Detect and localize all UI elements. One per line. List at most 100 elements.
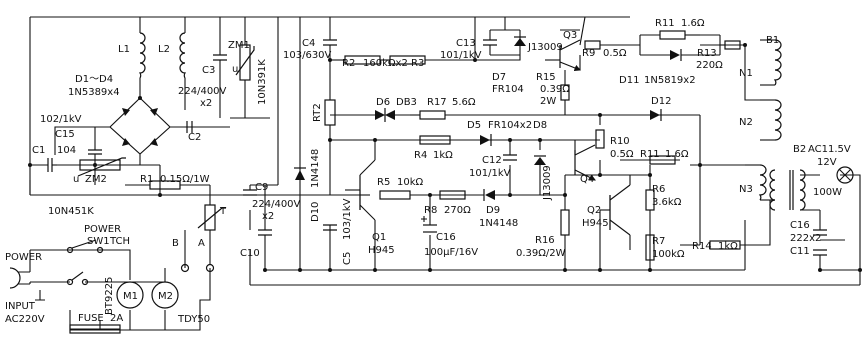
label-r7: R7 bbox=[652, 236, 665, 247]
label-c5-val: 103/1kV bbox=[342, 198, 353, 240]
label-c12: C12 bbox=[482, 155, 502, 166]
resistor-r4 bbox=[419, 135, 451, 145]
label-c1: C1 bbox=[32, 145, 45, 156]
capacitor-c5 bbox=[323, 224, 337, 231]
terminal-a bbox=[205, 263, 215, 273]
label-power-sw: POWER bbox=[84, 224, 121, 235]
capacitor-c10 bbox=[243, 189, 257, 196]
label-r8: R8 bbox=[424, 205, 437, 216]
label-d12: D12 bbox=[651, 96, 671, 107]
label-r13: R13 bbox=[697, 48, 717, 59]
label-c16-left: C16 bbox=[436, 232, 456, 243]
label-r5-val: 10kΩ bbox=[397, 177, 424, 188]
label-d10-part: 1N4148 bbox=[310, 149, 321, 188]
label-m2: M2 bbox=[158, 291, 173, 302]
motor-m2 bbox=[151, 281, 179, 309]
label-n2: N2 bbox=[739, 117, 753, 128]
resistor-r5 bbox=[379, 190, 411, 200]
label-c15-val: 102/1kV bbox=[40, 114, 82, 125]
label-q1: Q1 bbox=[372, 232, 386, 243]
label-d8: D8 bbox=[533, 120, 547, 131]
label-r4-val: 1kΩ bbox=[433, 150, 453, 161]
diode-d10 bbox=[294, 167, 306, 180]
resistor-r14 bbox=[709, 240, 741, 250]
label-n1: N1 bbox=[739, 68, 753, 79]
label-r11-top-val: 1.6Ω bbox=[681, 18, 705, 29]
label-c4: C4 bbox=[302, 38, 315, 49]
label-lamp-w: 100W bbox=[813, 187, 842, 198]
label-d10: D10 bbox=[310, 202, 321, 222]
capacitor-c2 bbox=[186, 121, 193, 133]
label-c10: C10 bbox=[240, 248, 260, 259]
diode-d8 bbox=[534, 155, 546, 165]
component-labels: L1 L2 D1～D4 1N5389x4 C3 u ZM1 10N391K C4… bbox=[5, 18, 851, 325]
label-r7-val: 100kΩ bbox=[652, 249, 685, 260]
transistor-q4 bbox=[574, 144, 596, 181]
label-sw1: SW1 bbox=[87, 236, 110, 247]
label-c16-left-val: 100μF/16V bbox=[424, 247, 478, 258]
label-r3: R3 bbox=[411, 58, 424, 69]
resistor-r10 bbox=[595, 129, 605, 149]
label-c9-val: 224/400V bbox=[252, 199, 301, 210]
label-r14-val: 1kΩ bbox=[718, 241, 738, 252]
label-r1-val: 0.15Ω/1W bbox=[160, 174, 210, 185]
resistor-r17 bbox=[419, 110, 480, 120]
label-r16-val: 0.39Ω/2W bbox=[516, 248, 566, 259]
resistor-r9 bbox=[584, 40, 601, 50]
label-c9: C9 bbox=[255, 182, 268, 193]
diode-d7 bbox=[514, 36, 526, 55]
label-u2: u bbox=[73, 174, 79, 185]
diac-d6 bbox=[370, 108, 410, 122]
resistor-r13 bbox=[724, 40, 741, 50]
label-tch: TCH bbox=[109, 236, 130, 247]
label-r10-val: 0.5Ω bbox=[610, 149, 634, 160]
label-ac220v: AC220V bbox=[5, 314, 45, 325]
label-r8-val: 270Ω bbox=[444, 205, 471, 216]
capacitor-c16-c11 bbox=[813, 229, 827, 256]
capacitor-c9 bbox=[258, 229, 272, 250]
label-q3-part: J13009 bbox=[527, 42, 563, 53]
label-b2-val: AC11.5V bbox=[808, 144, 851, 155]
label-c13: C13 bbox=[456, 38, 476, 49]
label-d5d8-part: FR104x2 bbox=[488, 120, 532, 131]
label-c16-right-val: 222x2 bbox=[790, 233, 821, 244]
transformer-b2 bbox=[769, 169, 806, 211]
label-r2r3-val: 160kΩx2 bbox=[363, 58, 408, 69]
label-zm2: ZM2 bbox=[85, 174, 107, 185]
label-q2: Q2 bbox=[587, 205, 601, 216]
capacitor-c15 bbox=[88, 149, 102, 155]
label-a-term: A bbox=[198, 238, 205, 249]
capacitor-c3 bbox=[213, 54, 227, 78]
label-n3: N3 bbox=[739, 184, 753, 195]
label-q2-part: H945 bbox=[582, 218, 609, 229]
label-c4-val: 103/630V bbox=[283, 50, 332, 61]
diode-d9 bbox=[465, 189, 510, 201]
label-r17: R17 bbox=[427, 97, 447, 108]
capacitor-c4 bbox=[323, 39, 337, 60]
label-u1: u bbox=[232, 64, 238, 75]
label-d11-part: 1N5819x2 bbox=[644, 75, 696, 86]
label-zm2-part: 10N451K bbox=[48, 206, 94, 217]
fuse-2a bbox=[69, 324, 121, 334]
capacitor-c12 bbox=[503, 154, 517, 161]
diode-d11 bbox=[660, 49, 700, 61]
label-d7: D7 bbox=[492, 72, 506, 83]
label-d1-d4: D1～D4 bbox=[75, 74, 113, 85]
label-r14: R14 bbox=[692, 241, 712, 252]
label-d1-d4-part: 1N5389x4 bbox=[68, 87, 120, 98]
label-power: POWER bbox=[5, 252, 42, 263]
label-c16-right: C16 bbox=[790, 220, 810, 231]
switch-sw1 bbox=[66, 239, 104, 286]
label-c2-x2: x2 bbox=[200, 98, 212, 109]
resistor-r1 bbox=[149, 180, 181, 190]
resistor-r11-top bbox=[659, 30, 700, 40]
label-c5: C5 bbox=[342, 252, 353, 265]
label-zm1-part: 10N391K bbox=[257, 59, 268, 105]
label-c11: C11 bbox=[790, 246, 810, 257]
motor-m1 bbox=[116, 281, 144, 309]
label-r9: R9 bbox=[582, 48, 595, 59]
label-r16: R16 bbox=[535, 235, 555, 246]
label-t: T bbox=[219, 206, 227, 217]
diode-d5 bbox=[480, 134, 492, 146]
